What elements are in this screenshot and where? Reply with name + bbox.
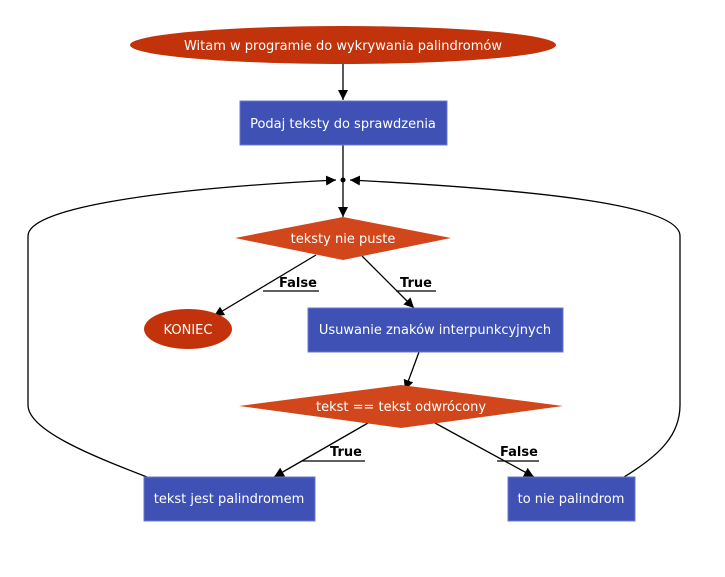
input-rect	[239, 100, 448, 146]
edge-label-empty-true: True	[396, 276, 436, 292]
node-not-palindrome: to nie palindrom	[507, 476, 636, 522]
node-is-palindrome: tekst jest palindromem	[143, 476, 316, 522]
start-ellipse	[130, 26, 556, 64]
node-label: Witam w programie do wykrywania palindro…	[184, 39, 502, 54]
check-empty-diamond	[235, 217, 451, 260]
check-palindrome-diamond	[239, 385, 563, 428]
edge-label-pal-true: True	[302, 445, 365, 462]
end-ellipse	[144, 309, 232, 349]
edge-label-text: True	[400, 276, 432, 291]
edge-label-text: True	[330, 445, 362, 460]
node-strip-punct: Usuwanie znaków interpunkcyjnych	[307, 307, 564, 353]
edge-label-empty-false: False	[263, 276, 319, 292]
node-label: to nie palindrom	[518, 492, 625, 507]
edge-label-text: False	[500, 445, 538, 460]
edge-strip-to-check-pal	[403, 351, 420, 391]
node-label: KONIEC	[164, 323, 213, 338]
edge-empty-false	[213, 254, 317, 317]
edge-label-text: False	[279, 276, 317, 291]
edge-empty-true	[361, 255, 415, 309]
node-label: Usuwanie znaków interpunkcyjnych	[319, 323, 551, 338]
node-label: teksty nie puste	[291, 232, 396, 247]
node-label: Podaj teksty do sprawdzenia	[250, 117, 436, 132]
loop-back-left	[27, 175, 337, 478]
loop-back-right	[349, 175, 681, 478]
node-input: Podaj teksty do sprawdzenia	[239, 100, 448, 146]
edge-label-pal-false: False	[497, 445, 539, 462]
is-palindrome-rect	[143, 476, 316, 522]
edges	[27, 62, 681, 478]
not-palindrome-rect	[507, 476, 636, 522]
node-check-palindrome: tekst == tekst odwrócony	[239, 385, 563, 428]
node-label: tekst == tekst odwrócony	[316, 400, 486, 415]
node-label: tekst jest palindromem	[154, 492, 305, 507]
edge-pal-false	[434, 422, 535, 478]
edge-pal-true	[273, 422, 369, 478]
node-end: KONIEC	[144, 309, 232, 349]
node-check-empty: teksty nie puste	[235, 217, 451, 260]
node-start: Witam w programie do wykrywania palindro…	[130, 26, 556, 64]
strip-punct-rect	[307, 307, 564, 353]
